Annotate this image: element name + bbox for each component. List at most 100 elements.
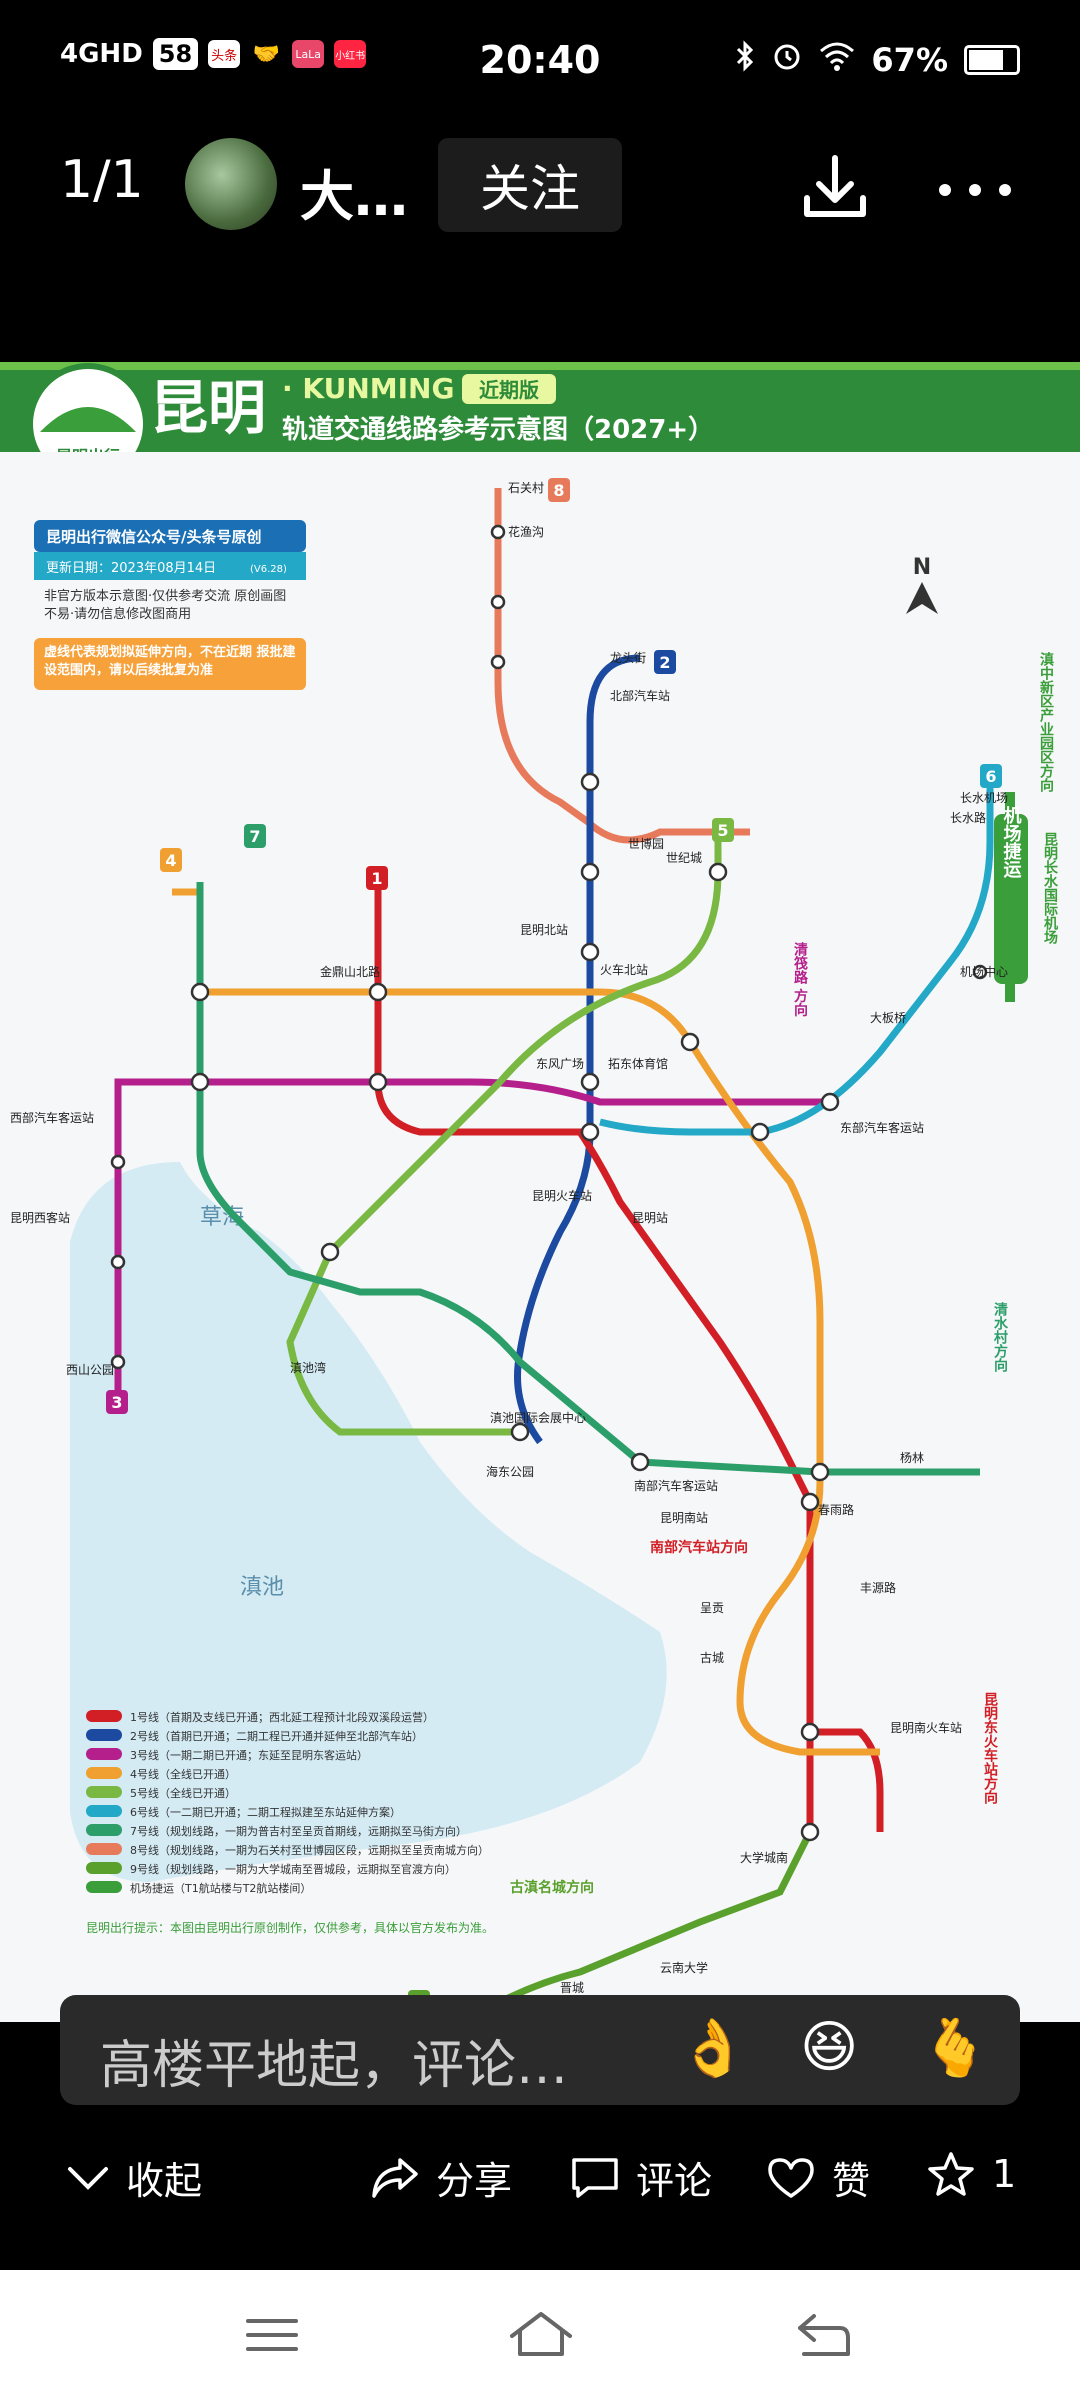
station-changshuiairport: 长水机场 <box>960 791 1008 805</box>
favorite-count: 1 <box>992 2152 1017 2196</box>
note-title-bg <box>34 520 306 552</box>
legend-swatch <box>86 1824 122 1836</box>
avatar[interactable] <box>185 138 277 230</box>
map-subtitle: 轨道交通线路参考示意图（2027+） <box>282 414 714 445</box>
station-dot <box>580 1072 600 1092</box>
station-dot <box>510 1422 530 1442</box>
handshake-icon: 🤝 <box>252 41 280 67</box>
dir-gudian: 古滇名城方向 <box>510 1879 594 1896</box>
legend-swatch <box>86 1767 122 1779</box>
station-dot <box>110 1254 126 1270</box>
legend-swatch <box>86 1805 122 1817</box>
note-date: 更新日期：2023年08月14日 <box>46 560 216 576</box>
badge-3-bg <box>106 1390 128 1414</box>
station-longtoujie: 龙头街 <box>610 651 646 665</box>
station-dot <box>580 942 600 962</box>
finger-heart-emoji-icon[interactable]: 🫰 <box>920 2016 990 2081</box>
comment-button[interactable]: 评论 <box>570 2150 712 2205</box>
station-dot <box>972 964 988 980</box>
station-dot <box>190 1072 210 1092</box>
station-kunmingbeizhan: 昆明北站 <box>520 923 568 937</box>
share-label: 分享 <box>436 2159 513 2203</box>
metro-map-image[interactable]: 昆明出行 昆明 · KUNMING 近期版 轨道交通线路参考示意图（2027+）… <box>0 362 1080 2022</box>
airport-express-label: 机场捷运 <box>1001 806 1022 879</box>
station-dianchiwan: 滇池湾 <box>290 1360 326 1375</box>
legend-text: 3号线（一期二期已开通；东延至昆明东客运站） <box>130 1748 368 1762</box>
legend-swatch <box>86 1729 122 1741</box>
badge-5: 5 <box>717 821 728 840</box>
ok-hand-emoji-icon[interactable]: 👌 <box>678 2016 748 2081</box>
station-fengyuan: 丰源路 <box>860 1580 896 1595</box>
system-nav-bar <box>0 2270 1080 2400</box>
back-nav-icon[interactable] <box>796 2312 852 2358</box>
badge-1-bg <box>366 866 388 890</box>
station-beibuqiche: 北部汽车站 <box>610 688 670 703</box>
station-huaxijiu: 花渔沟 <box>508 524 544 539</box>
action-bar: 收起 分享 评论 赞 1 <box>0 2120 1080 2230</box>
heart-icon <box>768 2157 814 2198</box>
dianchi-lake <box>70 1162 667 1882</box>
station-dot <box>490 594 506 610</box>
battery-percent: 67% <box>871 41 948 79</box>
notification-badge: 58 <box>152 38 199 70</box>
station-dot <box>490 524 506 540</box>
menu-nav-icon[interactable] <box>244 2315 300 2355</box>
badge-7-bg <box>244 824 266 848</box>
legend-text: 8号线（规划线路，一期为石关村至世博园区段，远期拟至呈贡南城方向） <box>130 1843 489 1857</box>
line-3 <box>114 1078 830 1402</box>
station-jichangzhongxin: 机场中心 <box>960 964 1008 979</box>
dir-qingshui: 清水村方向 <box>992 1301 1008 1373</box>
station-chenggong: 呈贡 <box>700 1601 724 1615</box>
favorite-button[interactable]: 1 <box>926 2150 1016 2198</box>
more-icon[interactable] <box>935 160 1015 211</box>
station-xishan: 西山公园 <box>66 1363 114 1377</box>
metro-map-svg: 昆明出行 昆明 · KUNMING 近期版 轨道交通线路参考示意图（2027+）… <box>0 362 1080 2022</box>
share-button[interactable]: 分享 <box>370 2150 512 2205</box>
station-dot <box>580 772 600 792</box>
collapse-button[interactable]: 收起 <box>66 2150 202 2205</box>
note-disclaimer: 非官方版本示意图·仅供参考交流 原创画图不易·请勿信息修改图商用 <box>44 589 287 622</box>
map-title-cn: 昆明 <box>150 374 266 442</box>
comment-icon <box>572 2157 618 2198</box>
download-icon[interactable] <box>795 148 875 228</box>
badge-6: 6 <box>985 767 996 786</box>
comment-label: 评论 <box>636 2159 713 2203</box>
like-label: 赞 <box>832 2159 871 2203</box>
line-5 <box>286 832 722 1436</box>
station-dot <box>800 1492 820 1512</box>
station-labels: 石关村 花渔沟 龙头街 北部汽车站 世博园 世纪城 长水机场 机场中心 大板桥 … <box>10 481 1008 1995</box>
star-icon <box>928 2152 974 2196</box>
badge-3: 3 <box>111 1393 122 1412</box>
page-counter: 1/1 <box>60 150 144 210</box>
share-icon <box>372 2157 418 2198</box>
legend-text: 6号线（一二期已开通；二期工程拟建至东站延伸方案） <box>130 1805 401 1819</box>
station-dot <box>320 1242 340 1262</box>
station-yanglin: 杨林 <box>900 1450 924 1465</box>
like-button[interactable]: 赞 <box>766 2150 870 2205</box>
legend-text: 9号线（规划线路，一期为大学城南至晋城段，远期拟至官渡方向） <box>130 1862 456 1876</box>
lala-app-icon: LaLa <box>292 40 325 68</box>
station-dot <box>800 1822 820 1842</box>
dir-airport-park: 滇中新区产业园区方向 <box>1038 651 1054 793</box>
dianchi-label: 滇池 <box>240 1575 284 1600</box>
dir-qingfang: 清筏路 方向 <box>792 941 808 1018</box>
station-tuodong: 拓东体育馆 <box>608 1056 668 1071</box>
line-1-branch <box>810 1728 884 1832</box>
badge-5-bg <box>712 818 734 842</box>
station-dongfengguangchang: 东风广场 <box>536 1057 584 1071</box>
username[interactable]: 大… <box>300 165 408 228</box>
battery-fill <box>969 50 1003 70</box>
station-dot <box>368 1072 388 1092</box>
legend-swatch <box>86 1748 122 1760</box>
home-nav-icon[interactable] <box>508 2310 574 2358</box>
legend-swatch <box>86 1710 122 1722</box>
follow-button[interactable]: 关注 <box>438 138 622 232</box>
legend-text: 2号线（首期已开通；二期工程已开通并延伸至北部汽车站） <box>130 1729 423 1743</box>
station-dot <box>580 862 600 882</box>
comment-input-bar[interactable]: 高楼平地起，评论… 👌 😆 🫰 <box>60 1995 1020 2105</box>
badge-2: 2 <box>659 653 670 672</box>
laughing-emoji-icon[interactable]: 😆 <box>800 2015 859 2080</box>
north-label: N <box>913 555 931 580</box>
badge-1: 1 <box>371 869 382 888</box>
station-huochebeizhan: 火车北站 <box>600 962 648 977</box>
